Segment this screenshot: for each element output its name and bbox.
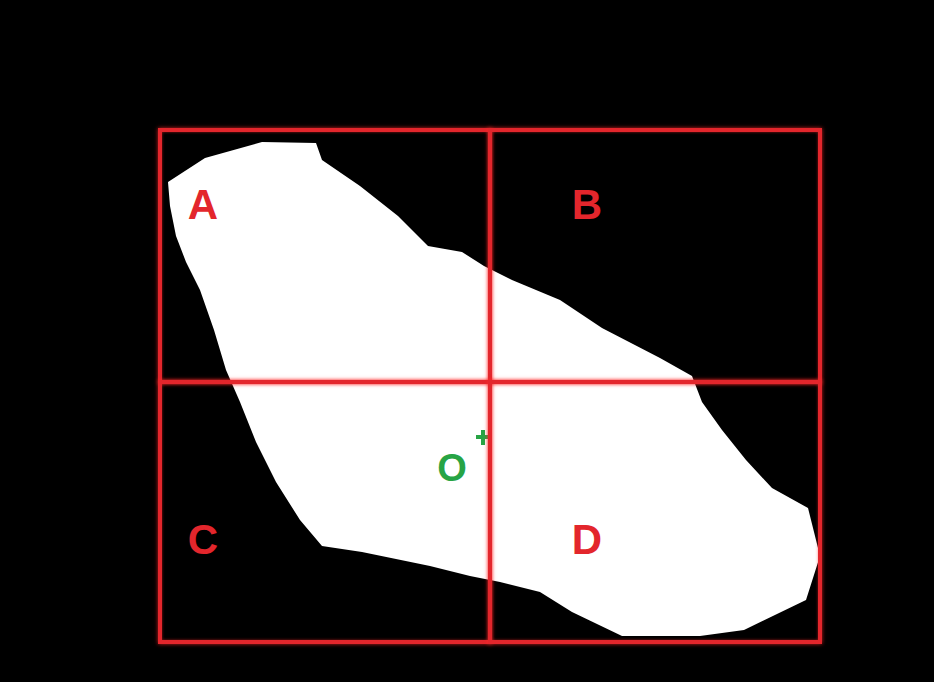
- quadrant-letter: B: [572, 184, 602, 226]
- quadrant-letter: A: [188, 184, 218, 226]
- quadrant-letter: D: [572, 519, 602, 561]
- quadrant-box: A: [158, 128, 492, 384]
- quadrant-box: B: [488, 128, 822, 384]
- quadrant-box: C: [158, 380, 492, 644]
- quadrant-letter: C: [188, 519, 218, 561]
- point-label: O: [437, 449, 467, 487]
- white-blob: [168, 142, 820, 636]
- quadrant-box: D: [488, 380, 822, 644]
